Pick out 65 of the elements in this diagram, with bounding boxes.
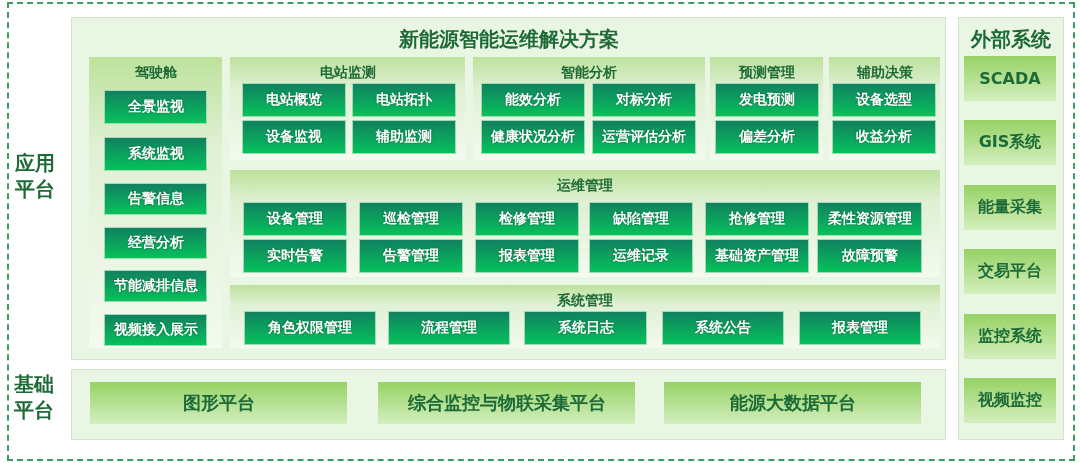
panel-title: 驾驶舱 <box>134 63 177 81</box>
panel-title: 运维管理 <box>557 176 613 194</box>
group-panel <box>230 57 465 160</box>
module-tile: 系统公告 <box>663 312 783 344</box>
platform-tile: 能源大数据平台 <box>664 382 921 424</box>
group-panel <box>829 57 940 160</box>
module-tile: 流程管理 <box>389 312 509 344</box>
module-tile: 告警信息 <box>105 184 206 214</box>
platform-band <box>71 369 946 440</box>
module-tile: 检修管理 <box>476 203 578 235</box>
module-tile: 系统日志 <box>525 312 646 344</box>
group-panel <box>710 57 823 160</box>
system-tile: 交易平台 <box>964 249 1056 294</box>
module-tile: 运营评估分析 <box>593 121 695 153</box>
module-tile: 柔性资源管理 <box>818 203 921 235</box>
module-tile: 设备选型 <box>833 84 935 116</box>
module-tile: 设备监视 <box>243 121 345 153</box>
module-tile: 对标分析 <box>593 84 695 116</box>
system-panel <box>958 17 1064 440</box>
module-tile: 偏差分析 <box>716 121 818 153</box>
module-tile: 运维记录 <box>590 240 692 272</box>
module-tile: 发电预测 <box>716 84 818 116</box>
layer-label: 应用平台 <box>15 150 56 202</box>
group-panel <box>230 170 940 277</box>
panel-title: 系统管理 <box>557 291 613 309</box>
group-panel <box>230 285 940 348</box>
panel-title: 智能分析 <box>561 63 617 81</box>
panel-title: 新能源智能运维解决方案 <box>398 27 619 51</box>
module-tile: 全景监视 <box>105 91 206 123</box>
module-tile: 健康状况分析 <box>482 121 584 153</box>
module-tile: 告警管理 <box>360 240 462 272</box>
panel-title: 预测管理 <box>738 63 795 81</box>
platform-tile: 图形平台 <box>90 382 347 424</box>
module-tile: 收益分析 <box>833 121 935 153</box>
module-tile: 视频接入展示 <box>105 315 206 345</box>
module-tile: 经营分析 <box>105 228 206 258</box>
module-tile: 能效分析 <box>482 84 584 116</box>
panel-title: 外部系统 <box>971 27 1051 51</box>
module-tile: 节能减排信息 <box>105 271 206 301</box>
module-tile: 报表管理 <box>476 240 578 272</box>
layer-label: 基础平台 <box>14 371 55 423</box>
group-panel <box>473 57 705 160</box>
system-tile: 能量采集 <box>964 185 1056 230</box>
module-tile: 电站拓扑 <box>353 84 455 116</box>
module-tile: 电站概览 <box>243 84 345 116</box>
system-tile: SCADA <box>964 56 1056 101</box>
module-tile: 系统监视 <box>105 138 206 170</box>
panel-title: 电站监测 <box>319 63 376 81</box>
module-tile: 设备管理 <box>244 203 346 235</box>
panel-title: 辅助决策 <box>856 63 913 81</box>
group-panel <box>89 57 222 348</box>
module-tile: 巡检管理 <box>360 203 462 235</box>
system-tile: GIS系统 <box>964 120 1056 165</box>
module-tile: 缺陷管理 <box>590 203 692 235</box>
module-tile: 报表管理 <box>800 312 920 344</box>
module-tile: 实时告警 <box>244 240 346 272</box>
module-tile: 抢修管理 <box>706 203 808 235</box>
solution-panel <box>71 17 946 360</box>
platform-tile: 综合监控与物联采集平台 <box>378 382 635 424</box>
system-tile: 视频监控 <box>964 378 1056 423</box>
module-tile: 角色权限管理 <box>245 312 375 344</box>
module-tile: 辅助监测 <box>353 121 455 153</box>
system-tile: 监控系统 <box>964 314 1056 359</box>
module-tile: 故障预警 <box>818 240 921 272</box>
module-tile: 基础资产管理 <box>706 240 808 272</box>
